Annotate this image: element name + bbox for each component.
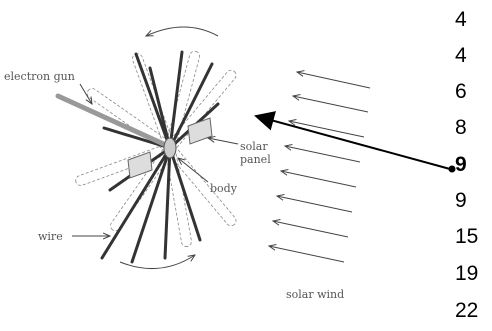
number-item[interactable]: 22 xyxy=(455,300,485,321)
number-item[interactable]: 9 xyxy=(455,190,485,211)
wire-envelopes xyxy=(74,50,238,247)
solar-panel-label-line2: panel xyxy=(240,153,271,166)
solar-panel-pointer xyxy=(208,138,238,144)
wire-10 xyxy=(170,148,200,240)
number-item[interactable]: 6 xyxy=(455,81,485,102)
number-item[interactable]: 8 xyxy=(455,117,485,138)
number-item[interactable]: 4 xyxy=(455,9,485,30)
number-item[interactable]: 19 xyxy=(455,263,485,284)
electron-gun-label: electron gun xyxy=(4,70,75,83)
electron-gun xyxy=(58,96,168,146)
number-item[interactable]: 4 xyxy=(455,45,485,66)
electron-gun-pointer xyxy=(80,84,92,104)
solar-wind-label: solar wind xyxy=(286,288,344,301)
solar-wind-arrows xyxy=(269,72,370,262)
rotation-arrow-top xyxy=(146,27,218,36)
body-label: body xyxy=(210,182,238,195)
number-item-selected[interactable]: 9 xyxy=(455,154,485,175)
spacecraft-body xyxy=(164,138,176,158)
body-pointer xyxy=(178,158,208,182)
wire-label: wire xyxy=(38,230,63,243)
selection-pointer-arrow xyxy=(256,116,450,169)
solar-panel-label-line1: solar xyxy=(240,140,268,153)
number-item[interactable]: 15 xyxy=(455,226,485,247)
